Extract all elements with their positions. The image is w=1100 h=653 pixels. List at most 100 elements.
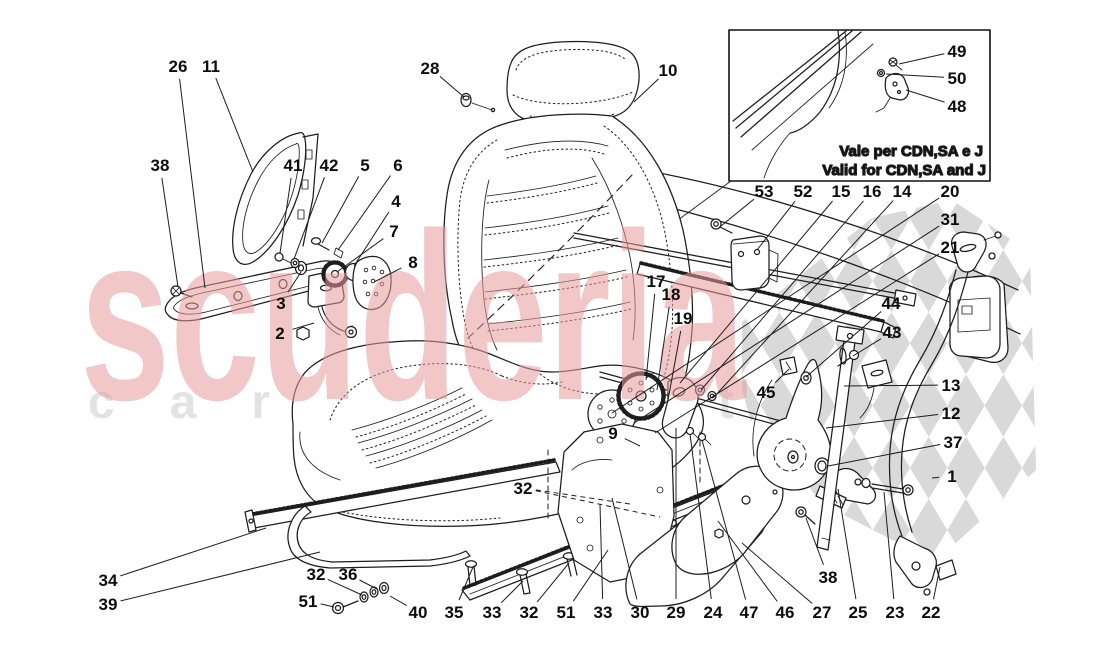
leader-line-43 — [852, 338, 882, 357]
callout-6: 6 — [393, 156, 402, 175]
callout-5: 5 — [360, 156, 369, 175]
callout-36: 36 — [339, 565, 358, 584]
callout-18: 18 — [662, 285, 681, 304]
leader-line-3 — [287, 271, 302, 293]
leader-line-28 — [439, 76, 465, 98]
callout-46: 46 — [776, 603, 795, 622]
callout-23: 23 — [886, 603, 905, 622]
leader-line-7 — [336, 238, 384, 273]
leader-line-31 — [633, 225, 940, 424]
leader-line-12 — [825, 414, 939, 429]
leader-line-33 — [599, 504, 604, 600]
leader-line-11 — [215, 77, 254, 173]
headrest-grommet — [460, 92, 496, 113]
callout-28: 28 — [421, 59, 440, 78]
leader-line-8 — [373, 267, 402, 283]
leader-line-21 — [654, 253, 940, 434]
brand-watermark: scuderia — [80, 185, 747, 450]
leader-line-51 — [320, 603, 335, 608]
callout-49: 49 — [948, 42, 967, 61]
callout-38: 38 — [819, 568, 838, 587]
leader-line-37 — [827, 444, 941, 467]
headrest — [506, 40, 640, 146]
leader-line-24 — [689, 433, 712, 600]
leader-line-9 — [624, 438, 641, 447]
callout-43: 43 — [883, 323, 902, 342]
callout-30: 30 — [631, 603, 650, 622]
leader-line-10 — [633, 78, 659, 103]
callout-9: 9 — [608, 424, 617, 443]
leader-line-39 — [120, 551, 321, 602]
callout-38: 38 — [151, 156, 170, 175]
leader-line-26 — [179, 78, 206, 289]
leader-line-49 — [898, 53, 945, 65]
leader-line-35 — [458, 566, 474, 601]
leader-line-17 — [645, 293, 656, 381]
callout-42: 42 — [320, 156, 339, 175]
leader-line-51 — [572, 549, 609, 602]
leader-line-32 — [536, 562, 570, 603]
leader-line-5 — [321, 176, 360, 244]
callout-10: 10 — [659, 61, 678, 80]
leader-line-4 — [353, 211, 390, 267]
callout-19: 19 — [674, 309, 693, 328]
leader-line-13 — [843, 384, 939, 387]
callout-53: 53 — [755, 182, 774, 201]
callout-2: 2 — [275, 324, 284, 343]
leader-line-36 — [359, 579, 378, 590]
callout-4: 4 — [391, 192, 401, 211]
leader-line-44 — [805, 311, 882, 378]
callout-11: 11 — [202, 57, 220, 76]
inset-door-drawing — [732, 30, 910, 179]
inset-box: Vale per CDN,SA e J Valid for CDN,SA and… — [728, 29, 991, 182]
leader-line-23 — [883, 491, 895, 600]
callout-24: 24 — [704, 603, 723, 622]
leader-line-15 — [679, 200, 833, 384]
callout-7: 7 — [389, 222, 398, 241]
recliner-knob-cluster — [274, 237, 392, 311]
belt-guide-cover — [752, 358, 914, 509]
callout-1: 1 — [947, 467, 956, 486]
callout-29: 29 — [667, 603, 686, 622]
leader-line-18 — [656, 306, 670, 391]
leader-line-2 — [292, 322, 315, 330]
leader-line-32 — [535, 490, 661, 518]
callout-3: 3 — [276, 294, 285, 313]
leader-line-47 — [701, 439, 747, 600]
leader-line-22 — [933, 566, 941, 600]
callout-8: 8 — [408, 253, 417, 272]
leader-line-42 — [293, 177, 325, 260]
leader-line-1 — [931, 476, 940, 479]
leader-line-46 — [717, 520, 778, 602]
leader-line-41 — [279, 177, 292, 254]
inset-caption-english: Valid for CDN,SA and J — [822, 162, 986, 179]
callout-25: 25 — [849, 603, 868, 622]
leader-line-45 — [774, 368, 790, 384]
tagline-left-text: car — [88, 376, 325, 429]
inset-caption-italian: Vale per CDN,SA e J — [839, 143, 983, 160]
leader-line-48 — [905, 89, 945, 103]
callout-52: 52 — [794, 182, 813, 201]
leader-line-38 — [805, 517, 824, 565]
callout-35: 35 — [445, 603, 464, 622]
leader-line-20 — [611, 197, 940, 414]
diagram-art: Vale per CDN,SA e J Valid for CDN,SA and… — [164, 29, 1021, 615]
callout-51: 51 — [299, 592, 318, 611]
leader-line-30 — [611, 497, 638, 600]
callout-32: 32 — [520, 603, 539, 622]
callout-39: 39 — [99, 595, 118, 614]
belt-guide-bar — [779, 325, 865, 551]
callout-34: 34 — [99, 571, 118, 590]
leader-line-14 — [713, 200, 894, 398]
callout-22: 22 — [922, 603, 941, 622]
leader-line-50 — [885, 73, 945, 78]
leader-line-25 — [837, 488, 857, 600]
callout-44: 44 — [882, 294, 901, 313]
callout-33: 33 — [594, 603, 613, 622]
callout-32: 32 — [307, 565, 326, 584]
callout-16: 16 — [863, 182, 882, 201]
callout-32: 32 — [514, 479, 533, 498]
side-bracket — [557, 423, 675, 583]
